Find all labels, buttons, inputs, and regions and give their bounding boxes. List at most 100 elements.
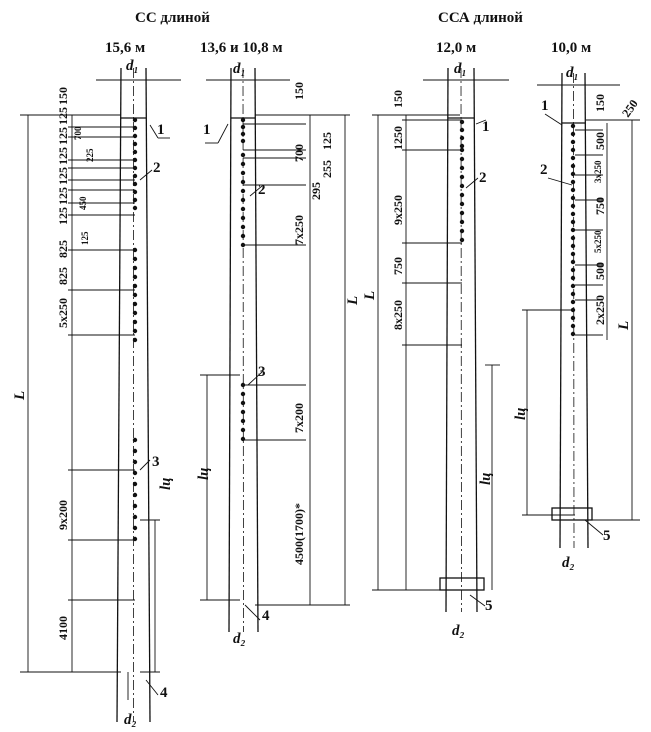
rebar-dot [240,124,246,130]
rebar-dot [132,301,138,307]
d2-label: d₂ [124,712,137,728]
rebar-dot [132,189,138,195]
drawing-line [559,72,563,549]
callout-3: 3 [152,454,160,470]
rebar-dot [240,197,246,203]
dim-label: 450 [78,196,88,210]
drawing-lines [20,67,640,723]
callout-2: 2 [153,160,161,176]
rebar-dot [570,235,576,241]
rebar-dot [132,133,138,139]
rebar-dot [570,323,576,329]
d1-label: d₁ [454,61,467,77]
dim-label: 125 [56,167,70,185]
rebar-dot [570,275,576,281]
rebar-dot [570,123,576,129]
dim-label: 150 [56,87,70,105]
rebar-dot [240,206,246,212]
dim-label: 7x250 [292,215,306,245]
rebar-dot [459,147,465,153]
rebar-dot [240,117,246,123]
rebar-dot [132,536,138,542]
rebar-dot [459,219,465,225]
rebar-dot [570,315,576,321]
callout-1: 1 [541,98,549,114]
d2-label: d₂ [452,623,465,639]
rebar-dot [132,117,138,123]
d1-label: d₁ [126,58,139,74]
dim-label: 9x250 [391,195,405,225]
rebar-dot [240,418,246,424]
rebar-dot [459,119,465,125]
dim-label: 7x200 [292,403,306,433]
rebar-dot [570,243,576,249]
dim-label: 750 [593,197,607,215]
drawing-line [584,519,604,536]
callout-5: 5 [485,598,493,614]
rebar-dot [240,409,246,415]
rebar-dot [570,331,576,337]
rebar-dot [132,157,138,163]
dim-label: 125 [56,207,70,225]
length-lc: lц [196,467,212,480]
rebar-dot [240,382,246,388]
dim-label: 150 [292,82,306,100]
d2-label: d₂ [233,631,246,647]
rebar-dot [132,319,138,325]
rebar-dot [240,138,246,144]
header-cca-10: 10,0 м [551,40,591,56]
rebar-dot [132,337,138,343]
rebar-dot [132,481,138,487]
rebar-dot [240,179,246,185]
rebar-dot [240,400,246,406]
rebar-dot [570,211,576,217]
drawing-line [469,594,486,607]
dim-label: 5x250 [593,230,603,253]
drawing-line [247,371,263,386]
drawing-line [217,123,229,144]
rebar-dot [132,265,138,271]
drawing-line [228,67,232,633]
rebar-dot [132,125,138,131]
rebar-dot [132,470,138,476]
dim-label: 500 [593,262,607,280]
dim-label: 825 [56,240,70,258]
drawing-line [445,67,449,613]
dim-label: 750 [391,257,405,275]
rebar-dot [240,391,246,397]
rebar-dot [459,127,465,133]
header-cca: ССА длиной [438,10,523,26]
length-L: L [362,291,378,301]
rebar-dot [240,170,246,176]
rebar-dot [570,179,576,185]
rebar-dot [132,459,138,465]
rebar-dot [459,210,465,216]
callout-4: 4 [160,685,168,701]
length-lc: lц [158,477,174,490]
rebar-dot [240,427,246,433]
rebar-dot [459,201,465,207]
callout-1: 1 [203,122,211,138]
rebar-dot [132,437,138,443]
rebar-dot [570,187,576,193]
rebar-dot [570,227,576,233]
dim-label: 125 [56,107,70,125]
d1-label: d₁ [233,61,246,77]
dim-label: 4500(1700)* [292,503,306,565]
rebar-dot [570,131,576,137]
drawing-line [473,67,478,613]
rebar-dot [570,203,576,209]
length-lc: lц [513,407,529,420]
drawing-line [149,124,159,139]
drawing-line [145,67,151,723]
dim-label: 250 [619,97,641,120]
drawing-line [244,604,261,621]
drawing-line [139,169,153,181]
rebar-dot [459,156,465,162]
rebar-dot [570,147,576,153]
dim-label: 295 [309,182,323,200]
rebar-dot [132,328,138,334]
rebar-dot [570,139,576,145]
dim-label: 125 [80,231,90,245]
dim-label: 125 [56,147,70,165]
